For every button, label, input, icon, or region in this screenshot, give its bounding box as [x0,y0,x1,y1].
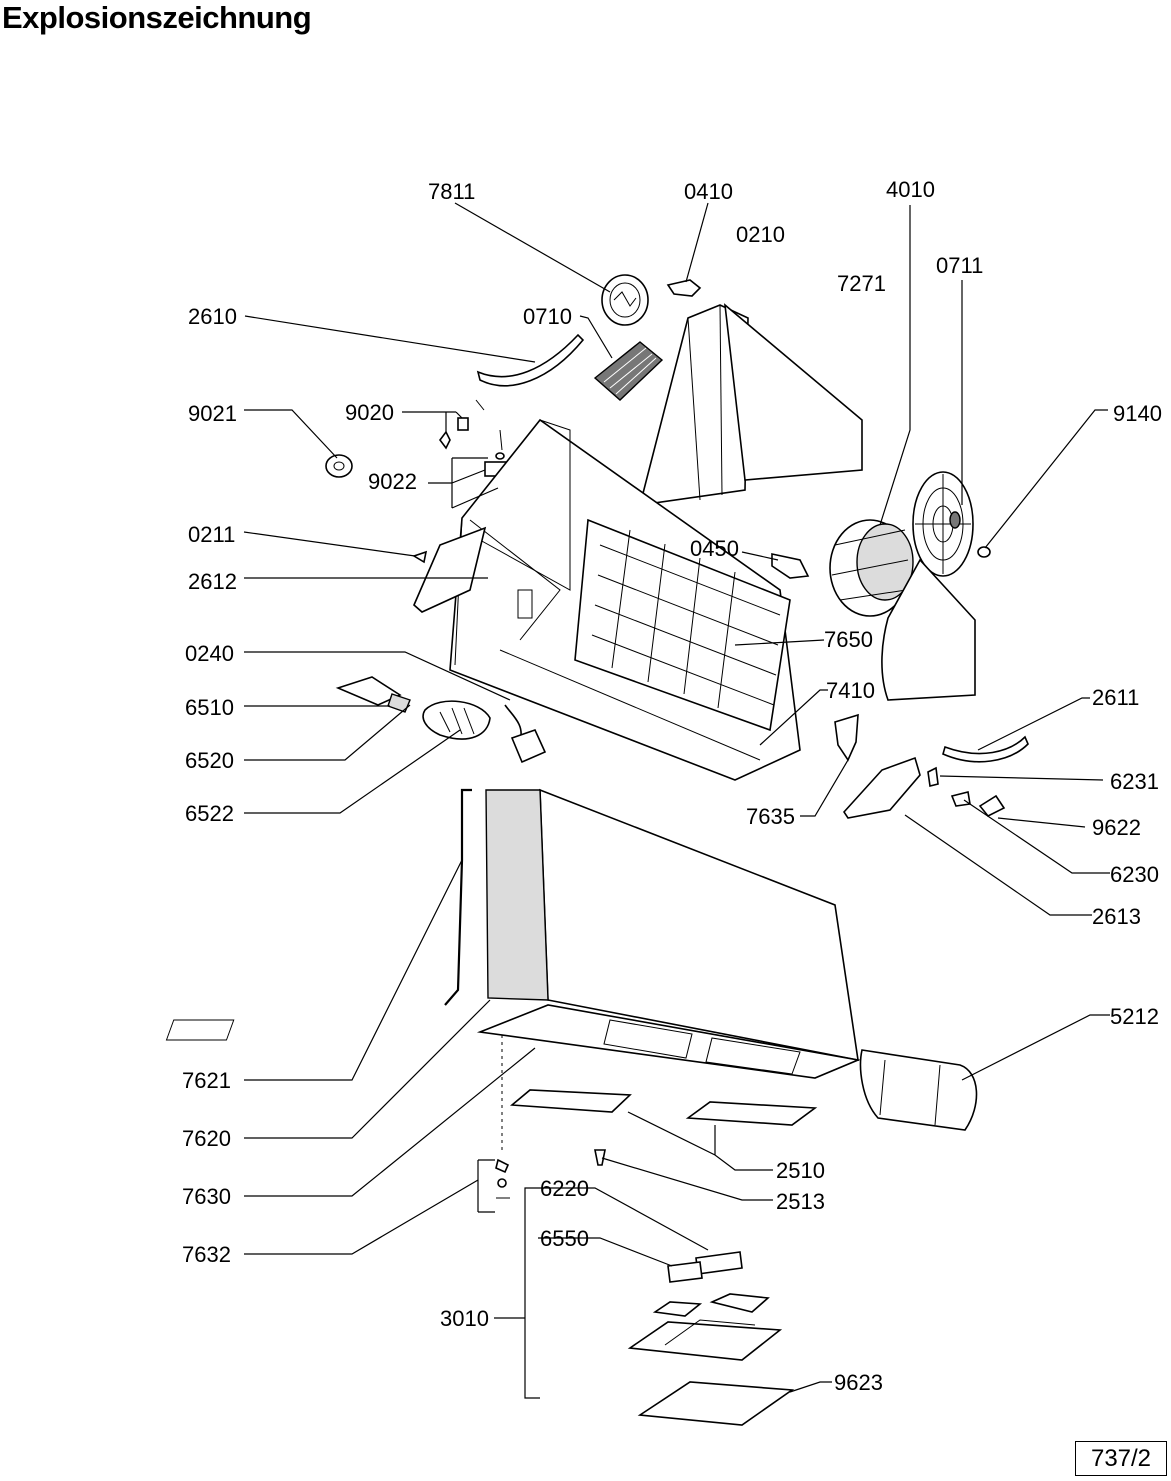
label-2510: 2510 [776,1158,825,1183]
label-7632: 7632 [182,1242,231,1267]
part-2513-peg [594,1149,606,1166]
part-2611-trim-strip [942,735,1029,763]
label-0210: 0210 [736,222,785,247]
label-6520: 6520 [185,748,234,773]
part-7811-duct-connector [601,274,649,326]
label-9623: 9623 [834,1370,883,1395]
part-7632-screws [495,1035,510,1199]
label-6522: 6522 [185,801,234,826]
label-9622: 9622 [1092,815,1141,840]
label-6230: 6230 [1110,862,1159,887]
label-0710: 0710 [523,304,572,329]
label-3010: 3010 [440,1306,489,1331]
label-2613: 2613 [1092,904,1141,929]
label-7650: 7650 [824,627,873,652]
label-6220: 6220 [540,1176,589,1201]
label-6231: 6231 [1110,769,1159,794]
part-2613-side-bracket [842,756,921,819]
label-7630: 7630 [182,1184,231,1209]
part-0240-power-cable [504,704,547,764]
part-0711-fan-guard [912,471,974,577]
part-2510-light-cover-right [685,1101,818,1126]
label-0711: 0711 [936,253,983,278]
label-0211: 0211 [188,522,235,547]
label-9022: 9022 [368,469,417,494]
label-7271: 7271 [837,271,886,296]
part-labels: 7811 0410 4010 0210 0711 7271 2610 0710 … [182,177,1162,1395]
label-7621: 7621 [182,1068,231,1093]
label-2513: 2513 [776,1189,825,1214]
part-6230-switch [950,791,971,807]
label-9020: 9020 [345,400,394,425]
label-9021: 9021 [188,401,237,426]
page-title: Explosionszeichnung [2,0,312,35]
part-9020-screws [439,399,485,450]
leader-lines [243,202,1110,1399]
label-6510: 6510 [185,695,234,720]
label-7410: 7410 [826,678,875,703]
part-7271-chimney [638,303,863,506]
part-7621-rod [444,788,472,1006]
part-9021-knob [325,454,353,478]
part-7650-main-filter [574,518,791,732]
label-2612: 2612 [188,569,237,594]
part-6520-lamp-cover [422,700,491,740]
part-2610-trim-strip [476,333,585,387]
part-0211-screw [412,550,428,564]
part-9622-cover [978,794,1006,818]
label-7620: 7620 [182,1126,231,1151]
part-0710-filter [593,341,664,401]
part-6231-switch [927,766,939,787]
label-0450: 0450 [690,536,739,561]
part-3010-electronics [627,1251,795,1426]
part-6510-lamp [335,676,411,713]
label-2610: 2610 [188,304,237,329]
label-7635: 7635 [746,804,795,829]
label-4010: 4010 [886,177,935,202]
label-5212: 5212 [1110,1004,1159,1029]
label-0240: 0240 [185,641,234,666]
part-7635-bracket [834,713,859,762]
part-0410-clip [666,279,702,297]
label-7811: 7811 [428,179,475,204]
label-0410: 0410 [684,179,733,204]
label-9140: 9140 [1113,401,1162,426]
part-7620-lower-body [165,788,861,1079]
part-2612-side-bracket [413,526,487,613]
page-number: 737/2 [1075,1441,1167,1476]
label-2611: 2611 [1092,685,1139,710]
part-4010-fan-motor [829,519,914,617]
part-5212-handle [859,1049,978,1131]
part-9140-nut [977,546,991,558]
label-6550: 6550 [540,1226,589,1251]
part-fan-housing-plate [881,558,976,701]
part-2510-light-cover-left [509,1089,632,1113]
part-0450-clip [771,553,810,579]
